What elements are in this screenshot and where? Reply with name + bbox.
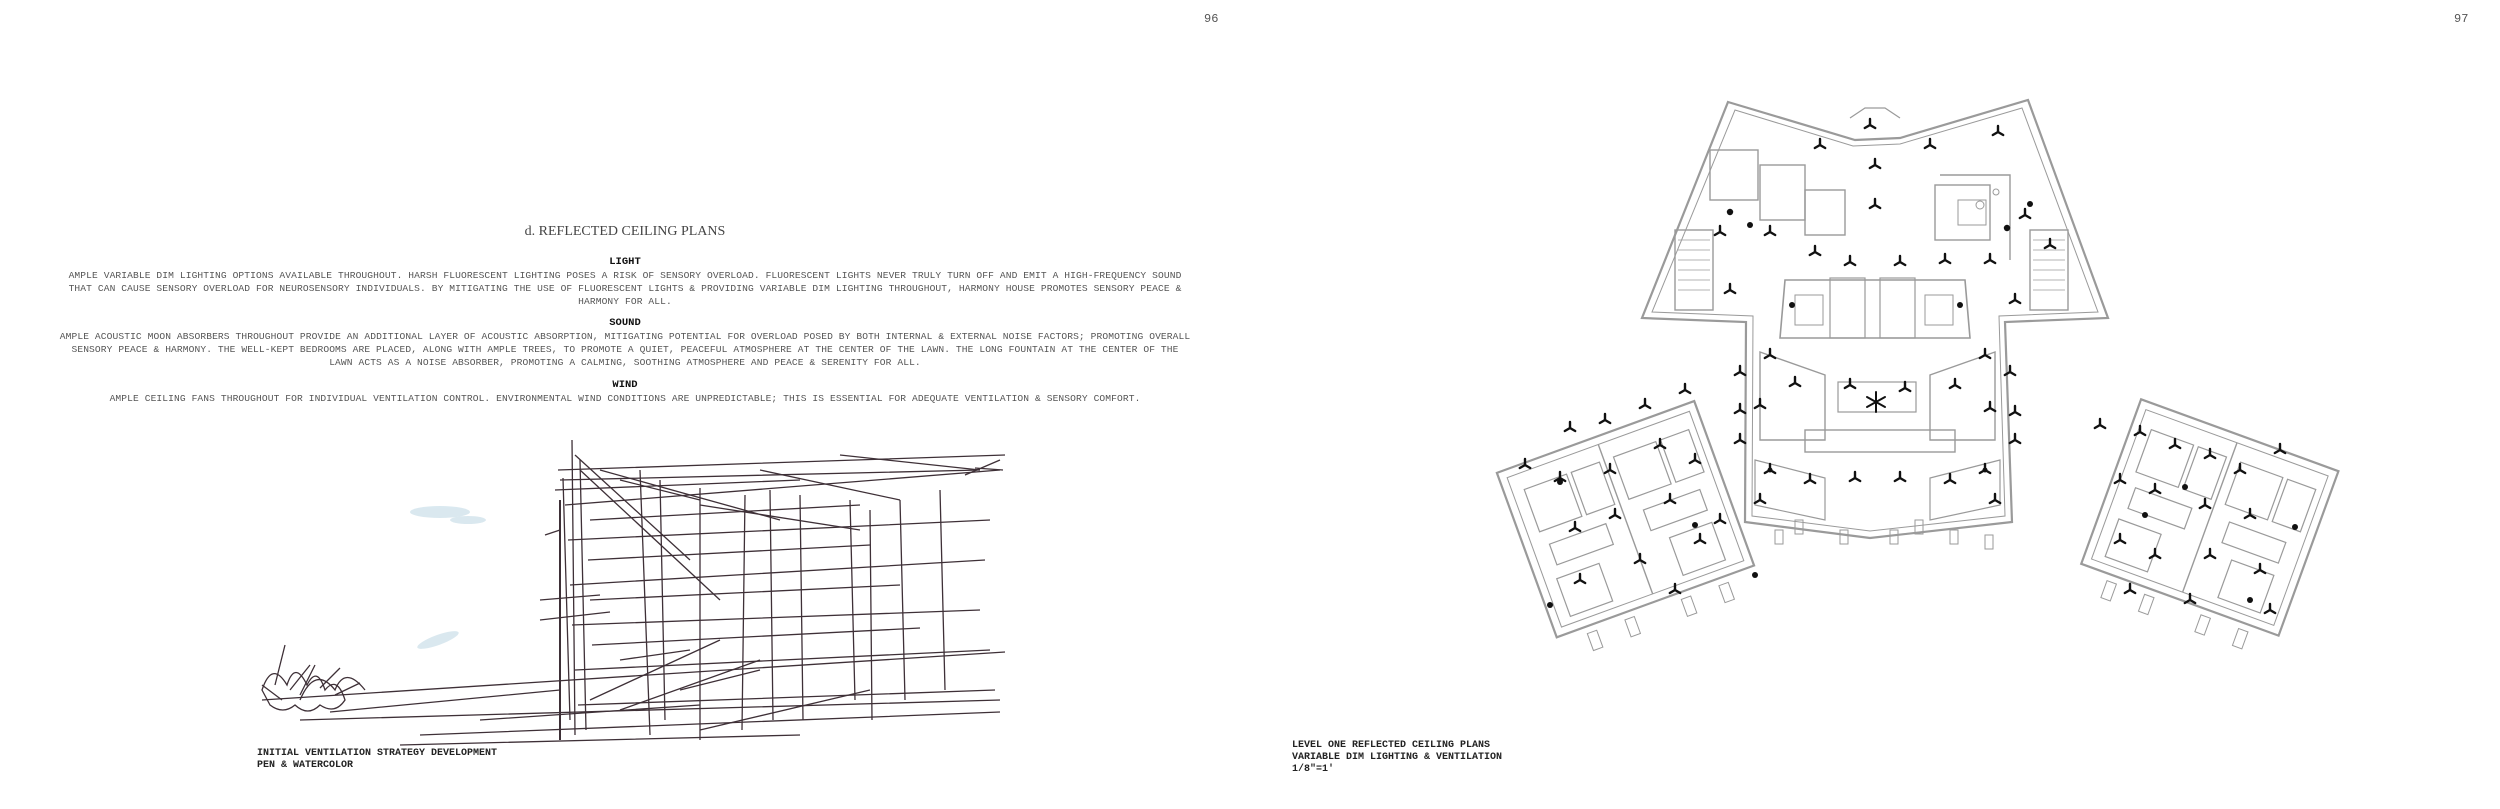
sound-line-1: AMPLE ACOUSTIC MOON ABSORBERS THROUGHOUT… [59,331,1191,342]
wind-line-1: AMPLE CEILING FANS THROUGHOUT FOR INDIVI… [109,393,1141,404]
right-wing [2079,397,2340,650]
ceiling-fan-icons [1518,117,2287,615]
section-body-sound: AMPLE ACOUSTIC MOON ABSORBERS THROUGHOUT… [36,330,1214,369]
section-heading-wind: WIND [612,379,638,391]
plan-caption-title: LEVEL ONE REFLECTED CEILING PLANS [1292,740,1491,751]
section-body-wind: AMPLE CEILING FANS THROUGHOUT FOR INDIVI… [40,392,1210,405]
sketch-caption-medium: PEN & WATERCOLOR [257,760,354,771]
chandelier-icon [1866,391,1886,413]
section-heading-light: LIGHT [609,256,641,268]
light-line-3: HARMONY FOR ALL. [578,296,672,307]
plan-caption-scale: 1/8"=1' [1292,764,1335,775]
watercolor-wash [410,506,486,649]
section-heading-sound: SOUND [609,317,641,329]
section-body-light: AMPLE VARIABLE DIM LIGHTING OPTIONS AVAI… [40,269,1210,308]
light-fixture-dots [1547,201,2298,608]
central-building [1640,98,2110,550]
sound-line-2: SENSORY PEACE & HARMONY. THE WELL-KEPT B… [71,344,1179,355]
plan-caption: LEVEL ONE REFLECTED CEILING PLANS VARIAB… [1292,740,1502,776]
sketch-caption-title: INITIAL VENTILATION STRATEGY DEVELOPMENT [257,748,498,759]
left-wing [1495,399,1756,652]
right-page: 97 [1250,0,2500,809]
sound-line-3: LAWN ACTS AS A NOISE ABSORBER, PROMOTING… [329,357,921,368]
light-line-2: THAT CAN CAUSE SENSORY OVERLOAD FOR NEUR… [68,283,1182,294]
reflected-ceiling-plan [1495,98,2340,652]
plan-caption-subtitle: VARIABLE DIM LIGHTING & VENTILATION [1292,752,1503,763]
page-number-right: 97 [2454,12,2469,26]
left-page: 96 d. REFLECTED CEILING PLANS LIGHT AMPL… [36,12,1219,772]
page-title: d. REFLECTED CEILING PLANS [524,224,726,239]
light-line-1: AMPLE VARIABLE DIM LIGHTING OPTIONS AVAI… [68,270,1182,281]
ventilation-sketch [261,439,1006,746]
pen-strokes [261,439,1006,746]
page-number-left: 96 [1204,12,1219,26]
sketch-caption: INITIAL VENTILATION STRATEGY DEVELOPMENT… [257,748,497,772]
